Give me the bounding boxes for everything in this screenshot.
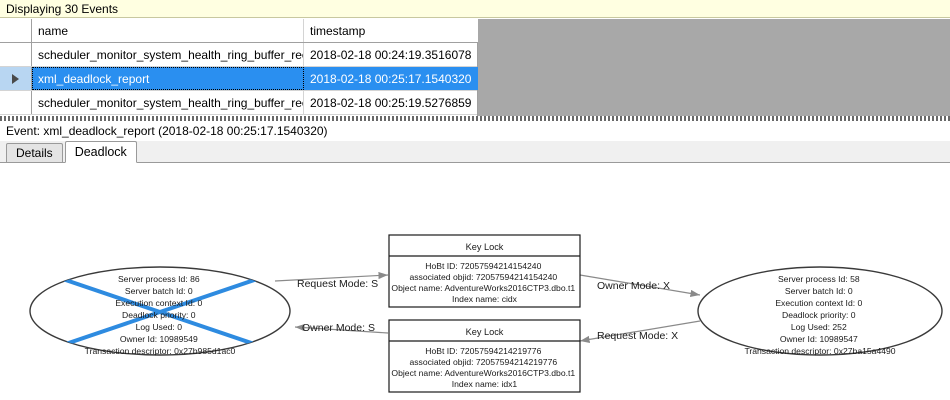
keylock-top-title: Key Lock — [466, 242, 504, 252]
cell-name[interactable]: xml_deadlock_report — [32, 67, 304, 90]
tab-details-label: Details — [16, 146, 53, 160]
process-left-line-0: Server process Id: 86 — [118, 274, 200, 284]
keylock-top-line-1: associated objid: 72057594214154240 — [409, 272, 557, 282]
event-header-label: Event: xml_deadlock_report (2018-02-18 0… — [6, 123, 328, 138]
row-selector[interactable] — [0, 43, 32, 66]
process-left-line-5: Owner Id: 10989549 — [120, 334, 198, 344]
edge-left-request: Request Mode: S — [274, 271, 389, 290]
process-right-line-3: Deadlock priority: 0 — [782, 310, 856, 320]
process-left-line-2: Execution context Id: 0 — [115, 298, 202, 308]
process-left-line-3: Deadlock priority: 0 — [122, 310, 196, 320]
cell-name[interactable]: scheduler_monitor_system_health_ring_buf… — [32, 43, 304, 66]
events-count-banner: Displaying 30 Events — [0, 0, 950, 18]
column-header-name[interactable]: name — [32, 19, 304, 42]
current-row-arrow-icon — [12, 73, 19, 84]
cell-timestamp[interactable]: 2018-02-18 00:25:17.1540320 — [304, 67, 478, 90]
table-row-selected[interactable]: xml_deadlock_report 2018-02-18 00:25:17.… — [0, 67, 478, 91]
keylock-bottom-line-2: Object name: AdventureWorks2016CTP3.dbo.… — [391, 368, 575, 378]
events-grid-area: name timestamp scheduler_monitor_system_… — [0, 19, 950, 116]
edge-right-owner: Owner Mode: X — [579, 274, 701, 297]
keylock-bottom-title: Key Lock — [466, 327, 504, 337]
deadlock-graph-canvas[interactable]: Request Mode: S Owner Mode: S Owner Mode… — [0, 163, 950, 400]
row-selector[interactable] — [0, 67, 32, 90]
keylock-bottom-text: HoBt ID: 72057594214219776 associated ob… — [391, 346, 577, 389]
keylock-bottom-line-0: HoBt ID: 72057594214219776 — [425, 346, 541, 356]
process-left-line-1: Server batch Id: 0 — [125, 286, 193, 296]
keylock-top-shape[interactable] — [388, 234, 581, 308]
process-right-line-2: Execution context Id: 0 — [775, 298, 862, 308]
edge-left-owner-label: Owner Mode: S — [302, 322, 375, 334]
detail-tabstrip: Details Deadlock — [0, 141, 950, 163]
process-node-right[interactable]: Server process Id: 58 Server batch Id: 0… — [697, 266, 943, 356]
process-left-line-4: Log Used: 0 — [136, 322, 183, 332]
edge-right-request: Request Mode: X — [579, 320, 701, 343]
keylock-bottom-line-1: associated objid: 72057594214219776 — [409, 357, 557, 367]
process-node-left[interactable]: Server process Id: 86 Server batch Id: 0… — [29, 266, 291, 356]
tab-deadlock[interactable]: Deadlock — [64, 141, 137, 163]
cell-timestamp[interactable]: 2018-02-18 00:25:19.5276859 — [310, 95, 472, 110]
edge-left-request-label: Request Mode: S — [297, 278, 378, 290]
resource-node-keylock-top[interactable]: Key Lock HoBt ID: 72057594214154240 asso… — [388, 234, 581, 308]
table-row[interactable]: scheduler_monitor_system_health_ring_buf… — [0, 43, 477, 67]
victim-cross-icon — [44, 271, 276, 353]
grid-header-row: name timestamp — [0, 19, 478, 43]
edge-left-owner: Owner Mode: S — [294, 322, 389, 334]
edge-right-request-label: Request Mode: X — [597, 330, 678, 342]
process-right-line-1: Server batch Id: 0 — [785, 286, 853, 296]
tab-details[interactable]: Details — [6, 143, 63, 162]
process-left-line-6: Transaction descriptor: 0x27b985d1ac0 — [85, 346, 236, 356]
resource-node-keylock-bottom[interactable]: Key Lock HoBt ID: 72057594214219776 asso… — [388, 319, 581, 393]
keylock-top-line-3: Index name: cidx — [452, 294, 518, 304]
process-right-line-5: Owner Id: 10989547 — [780, 334, 858, 344]
keylock-bottom-line-3: Index name: idx1 — [452, 379, 518, 389]
event-header: Event: xml_deadlock_report (2018-02-18 0… — [0, 121, 950, 140]
process-node-right-shape[interactable] — [697, 266, 943, 356]
column-header-timestamp[interactable]: timestamp — [304, 19, 478, 42]
keylock-top-line-0: HoBt ID: 72057594214154240 — [425, 261, 541, 271]
events-grid[interactable]: name timestamp scheduler_monitor_system_… — [0, 19, 478, 116]
cell-name[interactable]: scheduler_monitor_system_health_ring_buf… — [32, 91, 304, 114]
process-node-left-text: Server process Id: 86 Server batch Id: 0… — [85, 274, 236, 356]
keylock-bottom-shape[interactable] — [388, 319, 581, 393]
edge-right-owner-label: Owner Mode: X — [597, 280, 670, 292]
row-selector[interactable] — [0, 91, 32, 114]
table-row[interactable]: scheduler_monitor_system_health_ring_buf… — [0, 91, 477, 115]
process-right-line-4: Log Used: 252 — [791, 322, 847, 332]
keylock-top-line-2: Object name: AdventureWorks2016CTP3.dbo.… — [391, 283, 575, 293]
process-node-right-text: Server process Id: 58 Server batch Id: 0… — [744, 274, 895, 356]
horizontal-splitter[interactable] — [0, 116, 950, 121]
cell-timestamp[interactable]: 2018-02-18 00:24:19.3516078 — [310, 47, 472, 62]
process-right-line-0: Server process Id: 58 — [778, 274, 860, 284]
process-right-line-6: Transaction descriptor: 0x27ba15a4490 — [744, 346, 895, 356]
keylock-top-text: HoBt ID: 72057594214154240 associated ob… — [391, 261, 577, 304]
tab-deadlock-label: Deadlock — [74, 145, 127, 159]
grid-header-rowselector — [0, 19, 32, 42]
events-count-label: Displaying 30 Events — [6, 1, 119, 16]
